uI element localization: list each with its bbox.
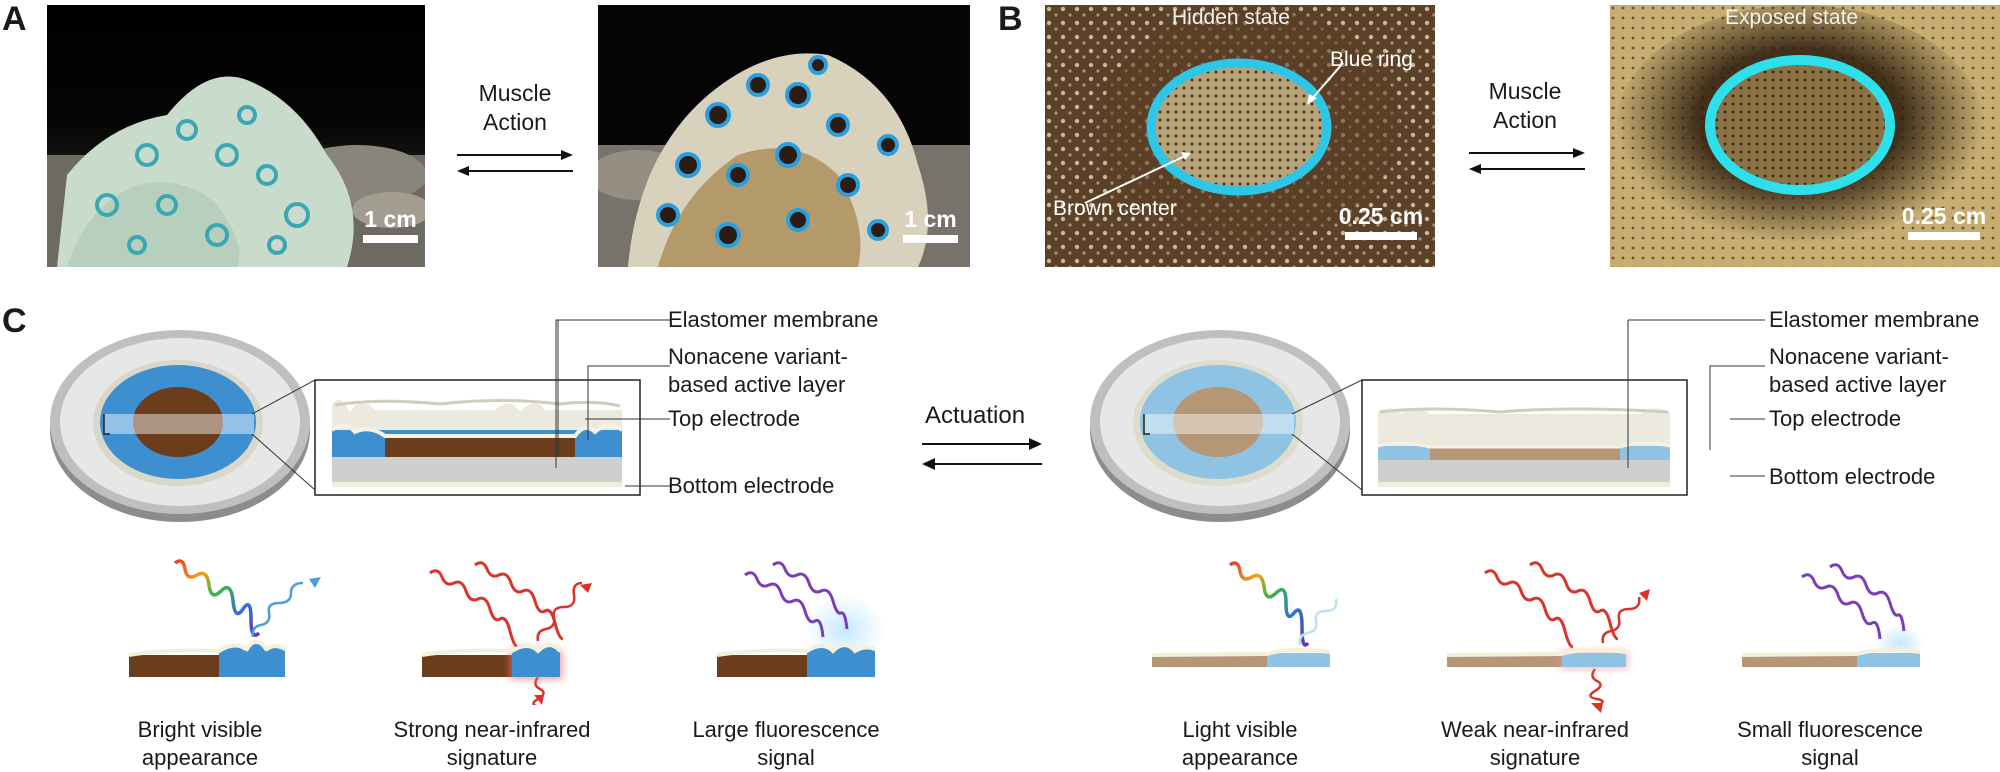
exposed-state-label: Exposed state xyxy=(1725,6,1859,29)
visible-reflection-bright xyxy=(128,559,321,677)
caption-line2: appearance xyxy=(1181,745,1299,770)
scale-bar-b-left: 0.25 cm xyxy=(1337,203,1425,240)
actuation-arrows xyxy=(922,438,1042,470)
scale-bar-line xyxy=(363,235,418,243)
caption-line2: appearance xyxy=(141,745,259,770)
caption-bright-visible: Bright visible appearance xyxy=(80,716,320,772)
arrow-label-line1: Muscle xyxy=(478,80,552,106)
arrow-label-line2: Action xyxy=(483,109,547,135)
caption-light-visible: Light visible appearance xyxy=(1120,716,1360,772)
scale-label: 1 cm xyxy=(364,206,417,232)
hidden-state-photo xyxy=(1045,5,1435,267)
caption-line1: Small fluorescence xyxy=(1737,717,1923,742)
scale-bar-line xyxy=(1345,232,1417,240)
caption-line1: Bright visible xyxy=(137,717,263,742)
label-bottom-electrode-left: Bottom electrode xyxy=(668,473,835,498)
label-top-electrode-left: Top electrode xyxy=(668,406,801,431)
caption-strong-nir: Strong near-infrared signature xyxy=(372,716,612,772)
fluorescence-small xyxy=(1741,563,1924,667)
muscle-action-label-b: Muscle Action xyxy=(1465,77,1585,135)
scale-bar-line xyxy=(1908,232,1980,240)
label-active1-left: Nonacene variant- xyxy=(668,344,848,369)
caption-line2: signal xyxy=(757,745,815,770)
caption-line1: Strong near-infrared xyxy=(393,717,591,742)
label-active2-right: based active layer xyxy=(1769,372,1947,397)
scale-label: 1 cm xyxy=(904,206,957,232)
scale-label: 0.25 cm xyxy=(1338,203,1424,229)
caption-small-fluorescence: Small fluorescence signal xyxy=(1710,716,1950,772)
caption-large-fluorescence: Large fluorescence signal xyxy=(666,716,906,772)
nir-signature-weak xyxy=(1446,561,1650,713)
caption-line2: signal xyxy=(1801,745,1859,770)
scale-bar-b-right: 0.25 cm xyxy=(1900,203,1988,240)
label-elastomer-left: Elastomer membrane xyxy=(668,307,879,332)
device-diagram-left xyxy=(50,319,660,522)
nir-signature-strong xyxy=(421,561,592,705)
panel-c-letter: C xyxy=(2,302,27,340)
caption-line1: Light visible xyxy=(1182,717,1298,742)
caption-line1: Weak near-infrared xyxy=(1441,717,1629,742)
fluorescence-large xyxy=(716,561,885,677)
device-diagram-right xyxy=(1090,330,1688,522)
hidden-state-label: Hidden state xyxy=(1172,6,1290,29)
leader-lines-right xyxy=(1627,319,1765,477)
label-active1-right: Nonacene variant- xyxy=(1769,344,1949,369)
label-active2-left: based active layer xyxy=(668,372,846,397)
label-bottom-electrode-right: Bottom electrode xyxy=(1769,464,1936,489)
brown-center-label: Brown center xyxy=(1053,197,1177,220)
octopus-exposed-photo xyxy=(598,5,970,267)
leader-lines-left xyxy=(557,319,670,487)
scale-label: 0.25 cm xyxy=(1901,203,1987,229)
arrow-label-line2: Action xyxy=(1493,107,1557,133)
caption-line2: signature xyxy=(1489,745,1581,770)
muscle-action-label-a: Muscle Action xyxy=(455,79,575,137)
panel-b-letter: B xyxy=(998,0,1023,38)
arrow-label-line1: Muscle xyxy=(1488,78,1562,104)
caption-weak-nir: Weak near-infrared signature xyxy=(1415,716,1655,772)
visible-reflection-light xyxy=(1151,561,1338,667)
octopus-hidden-photo xyxy=(47,5,425,267)
scale-bar-a-right: 1 cm xyxy=(903,206,958,243)
scale-bar-a-left: 1 cm xyxy=(363,206,418,243)
exposed-state-photo xyxy=(1610,5,2000,267)
panel-a-letter: A xyxy=(2,0,27,38)
reversible-arrows-b xyxy=(1469,148,1585,174)
reversible-arrows-a xyxy=(457,150,573,176)
caption-line2: signature xyxy=(446,745,538,770)
caption-line1: Large fluorescence xyxy=(692,717,880,742)
label-elastomer-right: Elastomer membrane xyxy=(1769,307,1980,332)
label-top-electrode-right: Top electrode xyxy=(1769,406,1902,431)
blue-ring-label: Blue ring xyxy=(1330,48,1413,71)
actuation-label: Actuation xyxy=(925,402,1026,429)
scale-bar-line xyxy=(903,235,958,243)
